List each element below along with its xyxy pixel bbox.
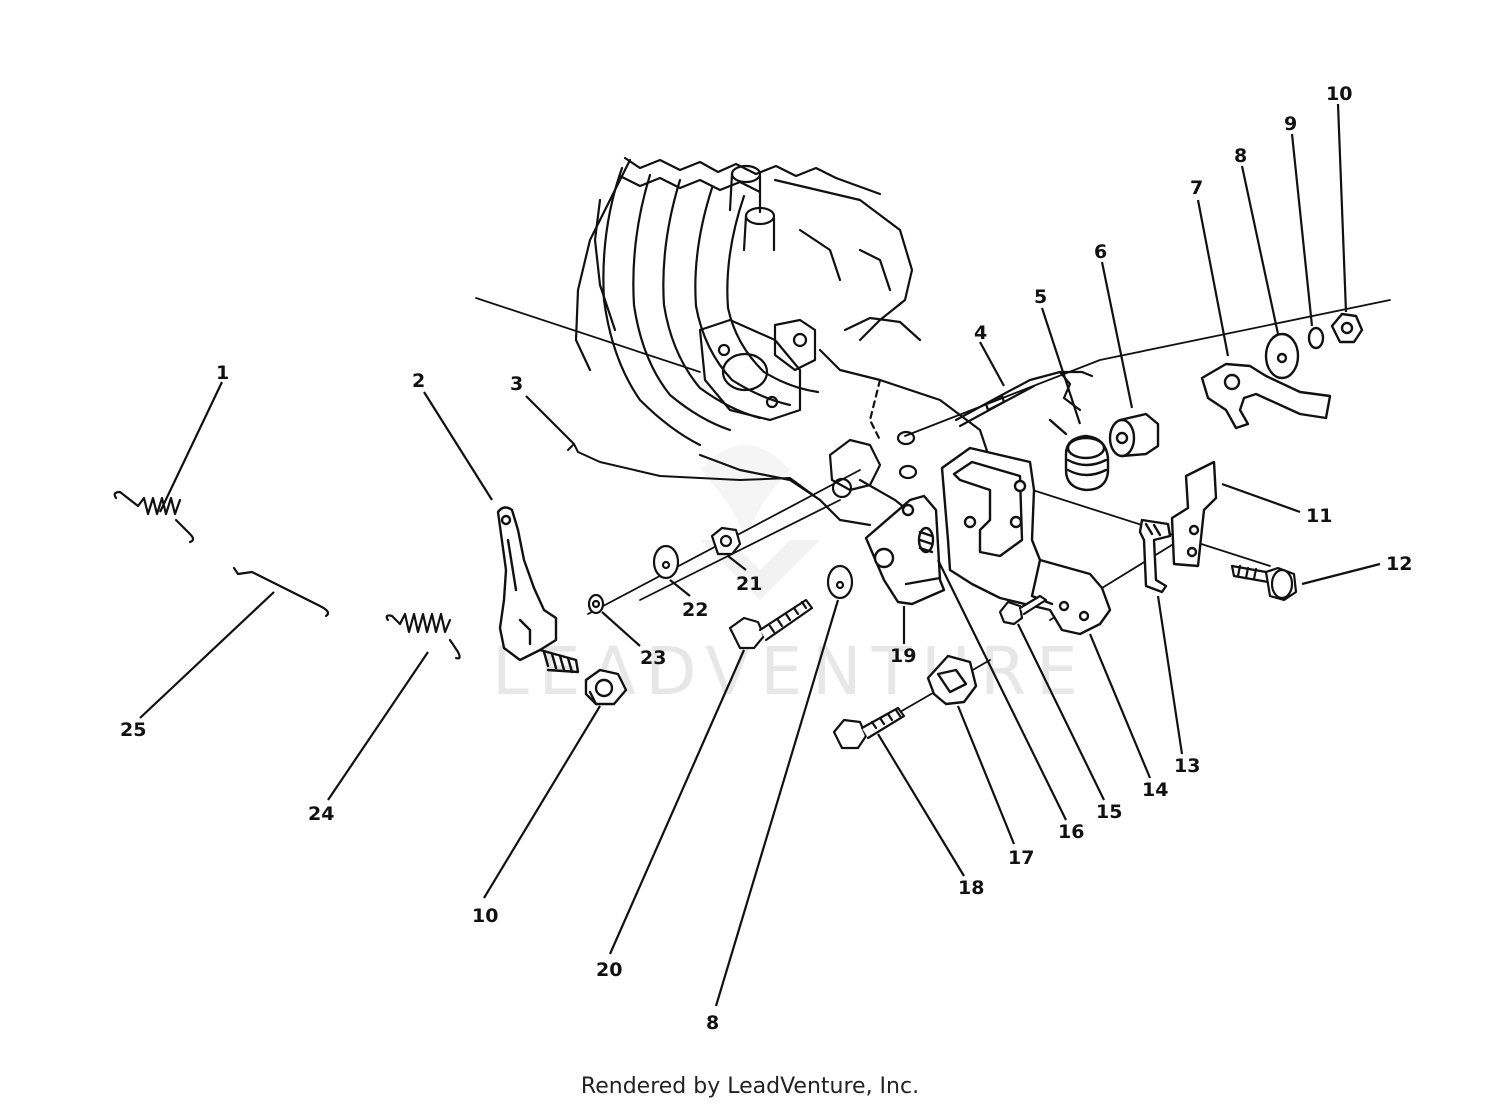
screw-20 (728, 598, 814, 650)
washer-8-lower (826, 564, 854, 600)
callout-16: 16 (1058, 821, 1084, 843)
leader-22 (669, 579, 691, 597)
callout-10-upper: 10 (1326, 83, 1352, 105)
washer-23 (587, 593, 605, 615)
nut-10-left (584, 668, 628, 706)
leader-18 (877, 733, 965, 877)
leader-21 (727, 555, 747, 571)
screw-15 (998, 594, 1048, 626)
leader-5 (1040, 307, 1082, 425)
callout-22: 22 (682, 599, 708, 621)
callout-25: 25 (120, 719, 146, 741)
leader-4 (979, 341, 1005, 387)
callout-24: 24 (308, 803, 334, 825)
callout-labels: 1 2 3 4 5 6 7 8 9 10 11 12 13 14 15 16 1… (120, 83, 1412, 1034)
leader-8-lower (714, 599, 840, 1007)
callout-23: 23 (640, 647, 666, 669)
leader-11 (1221, 482, 1301, 514)
control-plate-14 (940, 446, 1112, 636)
callout-13: 13 (1174, 755, 1200, 777)
callout-9: 9 (1284, 113, 1297, 135)
callout-15: 15 (1096, 801, 1122, 823)
leader-3 (525, 395, 575, 445)
callout-21: 21 (736, 573, 762, 595)
washer-8-upper (1264, 332, 1300, 380)
screw-12 (1230, 564, 1298, 602)
leader-8-upper (1240, 165, 1280, 335)
callout-11: 11 (1306, 505, 1332, 527)
link-rod-25 (232, 566, 330, 618)
bracket-11 (1170, 460, 1218, 568)
callout-6: 6 (1094, 241, 1107, 263)
leader-2 (423, 391, 493, 501)
leader-7 (1196, 199, 1230, 357)
choke-cable-4 (954, 370, 1094, 428)
callout-5: 5 (1034, 286, 1047, 308)
callout-4: 4 (974, 322, 987, 344)
callout-17: 17 (1008, 847, 1034, 869)
cable-clamp-17 (926, 654, 978, 706)
spring-5 (1048, 418, 1110, 492)
throttle-lever-19 (864, 494, 946, 606)
callout-3: 3 (510, 373, 523, 395)
spring-24 (385, 612, 461, 660)
nut-21 (710, 526, 742, 556)
clip-13 (1138, 518, 1172, 594)
callout-8-lower: 8 (706, 1012, 719, 1034)
callout-7: 7 (1190, 177, 1203, 199)
leader-10-upper (1336, 103, 1348, 313)
leader-10-lower (483, 705, 601, 899)
credit-footer: Rendered by LeadVenture, Inc. (580, 1074, 920, 1099)
leader-17 (956, 705, 1016, 845)
callout-10-lower: 10 (472, 905, 498, 927)
leader-1 (159, 381, 223, 513)
governor-spring-1 (113, 490, 195, 544)
watermark-text: LEADVENTURE (492, 633, 1088, 710)
engine-block (574, 156, 992, 527)
washer-22 (652, 544, 680, 580)
callout-8-upper: 8 (1234, 145, 1247, 167)
callout-20: 20 (596, 959, 622, 981)
leader-9 (1290, 133, 1314, 327)
callout-14: 14 (1142, 779, 1168, 801)
bushing-6 (1108, 412, 1160, 458)
lock-washer-9 (1307, 326, 1325, 350)
leader-12 (1301, 562, 1381, 586)
callout-1: 1 (216, 362, 229, 384)
screw-18 (832, 706, 906, 750)
callout-19: 19 (890, 645, 916, 667)
choke-lever-7 (1200, 362, 1332, 430)
callout-18: 18 (958, 877, 984, 899)
callout-12: 12 (1386, 553, 1412, 575)
link-rod-3 (567, 443, 821, 501)
leader-25 (139, 591, 275, 719)
governor-lever-2 (496, 506, 580, 674)
spring-16 (917, 526, 935, 554)
leader-15 (1017, 623, 1105, 801)
leader-14 (1088, 633, 1152, 779)
leader-13 (1156, 595, 1184, 755)
leader-23 (601, 611, 641, 647)
leader-lines (139, 103, 1381, 1007)
leader-24 (327, 651, 429, 801)
leader-20 (608, 649, 746, 955)
leader-6 (1100, 261, 1134, 409)
leader-16 (937, 559, 1067, 821)
callout-2: 2 (412, 370, 425, 392)
nut-10-right (1330, 312, 1364, 344)
